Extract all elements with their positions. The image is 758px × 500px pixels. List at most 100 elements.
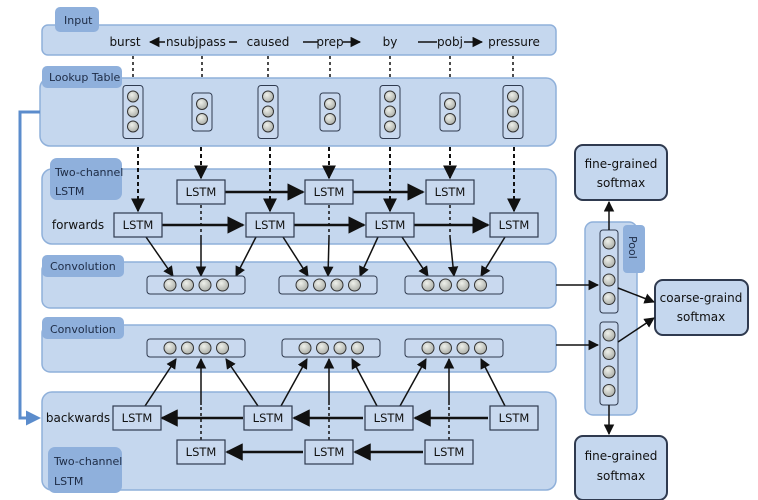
lookup-label: Lookup Table xyxy=(49,71,121,84)
pooled-vector-backward-unit xyxy=(602,384,616,397)
embedding-unit xyxy=(127,90,139,103)
conv-bottom-feature-vector-unit xyxy=(333,341,347,355)
conv-top-feature-vector-unit xyxy=(439,278,452,292)
conv-bottom-label: Convolution xyxy=(50,323,116,336)
conv-top-tag xyxy=(42,255,124,277)
fine-grained-softmax-bottom xyxy=(574,435,668,500)
conv-bottom-feature-vector-unit xyxy=(198,341,212,355)
lstm-to-conv-arrow xyxy=(401,236,429,277)
backward-lstm-cell xyxy=(424,439,474,465)
coarse-line2: softmax xyxy=(677,310,725,324)
lstm-to-conv-arrow xyxy=(144,358,177,407)
conv-top-feature-vector-unit xyxy=(216,278,229,292)
embedding-unit xyxy=(127,105,139,118)
pooled-vector-backward-unit xyxy=(602,328,616,342)
forwards-label: forwards xyxy=(52,218,104,232)
backward-lstm-cell-label: LSTM xyxy=(434,445,465,459)
conv-bottom-tag xyxy=(42,317,124,339)
fine-bottom-line1: fine-grained xyxy=(585,449,658,463)
embedding-unit xyxy=(384,120,396,133)
forward-lstm-tag xyxy=(50,158,122,200)
embedding-unit xyxy=(444,113,456,125)
token-caused: caused xyxy=(247,35,290,49)
pooled-vector-forward-unit xyxy=(602,236,616,250)
conv-bottom-feature-vector-unit xyxy=(316,341,329,355)
backward-lstm-cell-label: LSTM xyxy=(314,445,345,459)
pooled-vector-forward-unit xyxy=(602,255,616,268)
input-panel xyxy=(41,24,557,56)
conv-top-feature-vector-unit xyxy=(348,278,361,292)
pool-tag xyxy=(623,225,645,273)
fine-top-line2: softmax xyxy=(597,176,645,190)
conv-top-feature-vector-unit xyxy=(181,278,194,292)
forward-lstm-cell xyxy=(176,179,226,205)
backward-lstm-cell xyxy=(304,439,354,465)
forward-lstm-cell xyxy=(113,212,163,238)
forward-lstm-cell-label: LSTM xyxy=(186,185,217,199)
embedding-unit xyxy=(196,113,208,125)
pooled-vector-forward-unit xyxy=(602,292,616,305)
forward-lstm-label-1: Two-channel xyxy=(54,166,123,179)
embedding-unit xyxy=(507,120,519,133)
pooled-vector-backward-unit xyxy=(602,365,616,379)
forward-lstm-cell-label: LSTM xyxy=(255,218,286,232)
embedding-unit xyxy=(507,105,519,118)
fine-bottom-line2: softmax xyxy=(597,469,645,483)
forward-lstm-cell-label: LSTM xyxy=(435,185,466,199)
conv-top-feature-vector xyxy=(146,275,246,295)
conv-bottom-feature-vector-unit xyxy=(351,341,364,355)
conv-bottom-feature-vector xyxy=(146,338,246,358)
pool-label: Pool xyxy=(626,236,639,259)
coarse-grained-softmax xyxy=(654,279,749,336)
lstm-to-conv-arrow xyxy=(322,236,334,278)
relation-pobj: pobj xyxy=(437,35,463,49)
forward-lstm-label-2: LSTM xyxy=(55,185,84,198)
conv-top-feature-vector xyxy=(278,275,378,295)
backward-lstm-cell-label: LSTM xyxy=(253,411,284,425)
conv-top-feature-vector-unit xyxy=(456,278,470,292)
backward-lstm-cell-label: LSTM xyxy=(499,411,530,425)
token-burst: burst xyxy=(109,35,140,49)
embedding-unit xyxy=(262,120,274,133)
lookup-to-backward-connector xyxy=(18,110,41,426)
forward-lstm-cell-label: LSTM xyxy=(123,218,154,232)
lookup-panel xyxy=(39,77,557,147)
conv-top-feature-vector xyxy=(404,275,504,295)
forward-lstm-cell xyxy=(365,212,415,238)
conv-bottom-feature-vector xyxy=(404,338,504,358)
conv-bottom-feature-vector-unit xyxy=(216,341,229,355)
lstm-to-conv-arrow xyxy=(399,358,427,407)
token-by: by xyxy=(383,35,398,49)
embedding-unit xyxy=(384,105,396,118)
input-label: Input xyxy=(64,14,93,27)
lstm-to-conv-arrow xyxy=(280,358,308,407)
fine-top-line1: fine-grained xyxy=(585,157,658,171)
fine-grained-softmax-top xyxy=(574,144,668,201)
conv-top-feature-vector-unit xyxy=(198,278,212,292)
lstm-to-conv-arrow xyxy=(351,358,378,407)
embedding-unit xyxy=(262,105,274,118)
backward-lstm-cell xyxy=(176,439,226,465)
conv-bottom-feature-vector-unit xyxy=(163,341,177,355)
backward-lstm-cell-label: LSTM xyxy=(374,411,405,425)
coarse-line1: coarse-graind xyxy=(660,291,743,305)
lstm-to-conv-arrow xyxy=(282,236,309,277)
pool-to-coarse-arrow xyxy=(617,317,655,343)
conv-top-feature-vector-unit xyxy=(421,278,435,292)
conv-top-feature-vector-unit xyxy=(163,278,177,292)
lstm-to-conv-arrow xyxy=(145,236,174,277)
backwards-label: backwards xyxy=(46,411,110,425)
pooled-vector-backward-unit xyxy=(602,347,616,360)
conv-bottom-feature-vector-unit xyxy=(474,341,487,355)
backward-lstm-cell-label: LSTM xyxy=(186,445,217,459)
embedding-unit xyxy=(384,90,396,103)
backward-lstm-label-1: Two-channel xyxy=(53,455,122,468)
conv-bottom-feature-vector-unit xyxy=(298,341,312,355)
conv-top-label: Convolution xyxy=(50,260,116,273)
relation-prep: prep xyxy=(316,35,343,49)
conv-top-feature-vector-unit xyxy=(330,278,344,292)
lstm-to-conv-arrow xyxy=(235,236,257,277)
embedding-unit xyxy=(507,90,519,103)
conv-bottom-feature-vector-unit xyxy=(439,341,452,355)
